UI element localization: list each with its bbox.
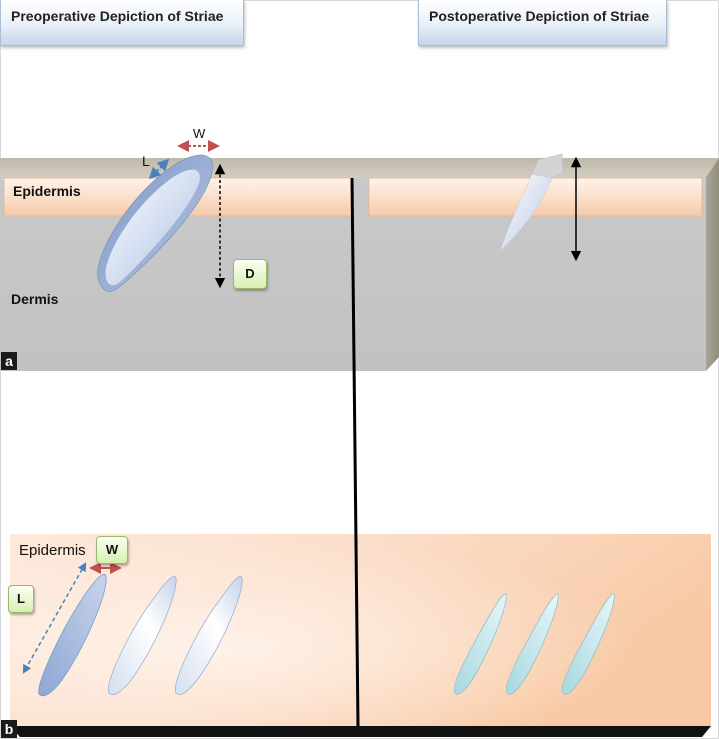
postoperative-scar-cross-section [499, 153, 564, 252]
width-label-a: W [193, 126, 206, 141]
stria-surface-2 [107, 576, 177, 695]
pre-post-divider [350, 177, 360, 727]
skin-block-side [706, 158, 719, 371]
stria-surface-3 [174, 576, 243, 695]
dermis-label: Dermis [11, 291, 59, 307]
preoperative-stria-cross-section [97, 154, 213, 292]
length-arrow-a [148, 158, 170, 180]
preoperative-title: Preoperative Depiction of Striae [0, 0, 244, 46]
healed-stria-1 [453, 593, 507, 695]
postoperative-striae-surface [453, 593, 615, 695]
length-arrow-b [22, 562, 87, 674]
healed-stria-3 [561, 593, 615, 695]
length-label-a: L [142, 153, 150, 169]
postoperative-title: Postoperative Depiction of Striae [418, 0, 667, 46]
skin-surface-bottom-edge [10, 726, 711, 737]
epidermis-label-a: Epidermis [13, 183, 81, 199]
width-badge-b: W [96, 536, 128, 564]
panel-a-tag: a [1, 352, 17, 370]
skin-top-surface [0, 158, 719, 177]
depth-badge: D [233, 259, 267, 289]
healed-stria-2 [505, 593, 559, 695]
panel-b-skin-surface [10, 534, 711, 737]
epidermis-label-b: Epidermis [19, 542, 86, 559]
length-badge-b: L [8, 585, 34, 613]
panel-b-tag: b [1, 720, 17, 738]
